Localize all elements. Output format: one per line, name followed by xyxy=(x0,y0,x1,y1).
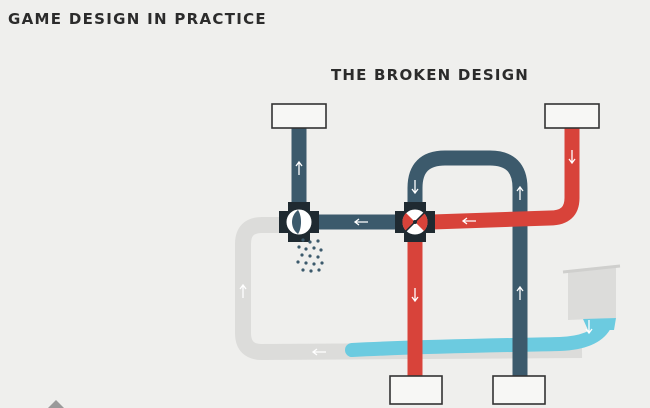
water-flow xyxy=(345,319,611,357)
flow-arrow-icon xyxy=(516,185,524,200)
box-top-left xyxy=(271,103,327,129)
flow-arrow-icon xyxy=(411,288,419,303)
flow-arrow-icon xyxy=(353,218,368,226)
box-bottom-left xyxy=(389,375,443,405)
corner-mark xyxy=(48,400,64,408)
flow-arrow-icon xyxy=(295,160,303,175)
valve-left-icon xyxy=(279,202,319,242)
leak-drops-icon xyxy=(296,238,324,273)
flow-arrows xyxy=(295,150,576,303)
flow-arrow-icon xyxy=(239,283,247,298)
grey-flow-arrows xyxy=(239,283,326,356)
box-bottom-right xyxy=(492,375,546,405)
diagram-title: THE BROKEN DESIGN xyxy=(331,66,529,84)
water-arrows xyxy=(585,320,593,335)
flow-arrow-icon xyxy=(411,180,419,195)
basin-icon xyxy=(562,264,621,330)
box-top-right xyxy=(544,103,600,129)
flow-arrow-icon xyxy=(516,285,524,300)
flow-arrow-icon xyxy=(568,150,576,165)
flow-arrow-icon xyxy=(461,217,476,225)
valve-right-icon xyxy=(395,202,435,242)
flow-arrow-icon xyxy=(311,348,326,356)
red-pipes xyxy=(407,126,580,378)
slide-header: GAME DESIGN IN PRACTICE xyxy=(8,10,267,28)
junction-boxes xyxy=(271,103,600,405)
flow-arrow-icon xyxy=(585,320,593,335)
